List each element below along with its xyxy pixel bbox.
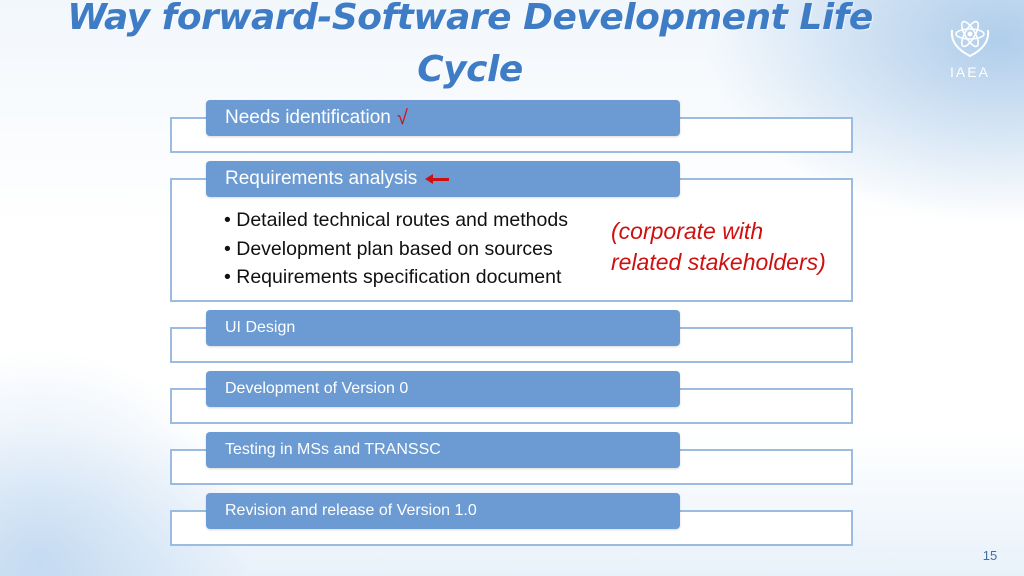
stage-label: Needs identification: [225, 107, 391, 128]
stage-testing: Testing in MSs and TRANSSC: [206, 432, 680, 468]
detail-item: Requirements specification document: [224, 263, 568, 292]
atom-olive-wreath-icon: [950, 20, 990, 58]
stage-revision-release: Revision and release of Version 1.0: [206, 493, 680, 529]
stage-label: UI Design: [225, 319, 296, 336]
logo-text: IAEA: [950, 64, 990, 80]
stage-ui-design: UI Design: [206, 310, 680, 346]
stage-label: Testing in MSs and TRANSSC: [225, 441, 441, 458]
checkmark-icon: √: [396, 106, 408, 129]
stage-requirements-analysis: Requirements analysis: [206, 161, 680, 197]
stage-needs-identification: Needs identification √: [206, 100, 680, 136]
requirements-details: Detailed technical routes and methods De…: [224, 206, 568, 292]
note-line-1: (corporate with: [611, 218, 764, 244]
iaea-logo: IAEA: [940, 10, 1000, 82]
stakeholders-note: (corporate with related stakeholders): [611, 216, 826, 278]
note-line-2: related stakeholders): [611, 249, 826, 275]
stage-label: Requirements analysis: [225, 168, 418, 189]
slide-title: Way forward-Software Development Life Cy…: [67, 0, 873, 90]
page-number: 15: [982, 548, 998, 563]
stage-label: Development of Version 0: [225, 380, 409, 397]
detail-item: Development plan based on sources: [224, 235, 568, 264]
left-arrow-icon: [425, 173, 451, 185]
stage-label: Revision and release of Version 1.0: [225, 502, 477, 519]
detail-item: Detailed technical routes and methods: [224, 206, 568, 235]
stage-development-version-0: Development of Version 0: [206, 371, 680, 407]
